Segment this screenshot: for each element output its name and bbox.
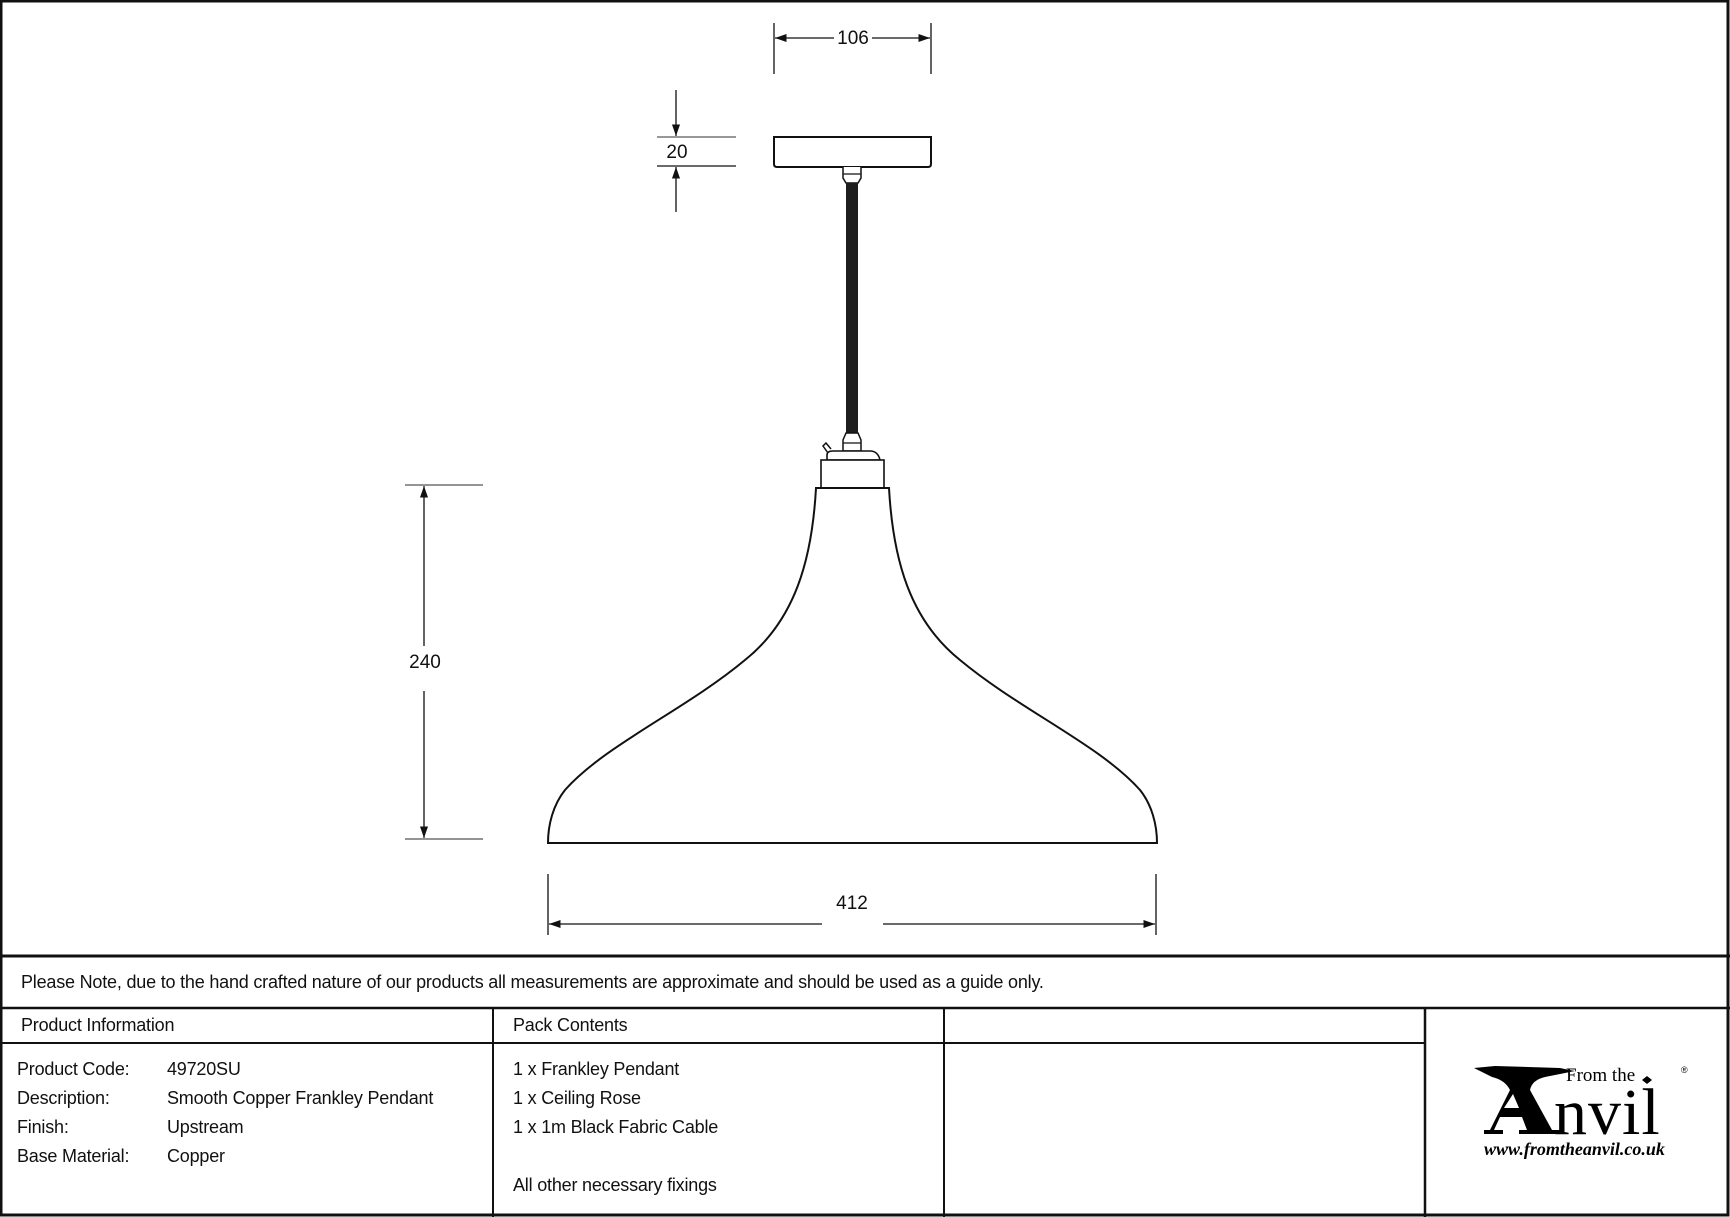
product-code-value: 49720SU bbox=[167, 1059, 241, 1079]
lamp-socket-body bbox=[820, 459, 885, 489]
pendant-shade bbox=[546, 487, 1159, 844]
dim-label-106: 106 bbox=[837, 28, 869, 49]
pack-item: All other necessary fixings bbox=[513, 1175, 717, 1195]
cable-grip-top bbox=[842, 167, 862, 184]
dimension-shade-width bbox=[547, 874, 1157, 935]
dimension-rose-height bbox=[657, 90, 736, 212]
product-info-header: Product Information bbox=[21, 1015, 175, 1035]
description-value: Smooth Copper Frankley Pendant bbox=[167, 1088, 434, 1108]
pack-item: 1 x 1m Black Fabric Cable bbox=[513, 1117, 719, 1137]
base-material-label: Base Material: bbox=[17, 1146, 130, 1166]
finish-value: Upstream bbox=[167, 1117, 244, 1137]
anvil-logo-icon bbox=[1474, 1066, 1652, 1134]
logo-url: www.fromtheanvil.co.uk bbox=[1484, 1139, 1665, 1159]
cable-grip-bottom bbox=[842, 432, 862, 452]
logo-from-the: From the bbox=[1566, 1065, 1636, 1086]
dim-label-20: 20 bbox=[666, 142, 687, 163]
socket-switch bbox=[822, 441, 832, 454]
pack-item: 1 x Ceiling Rose bbox=[513, 1088, 641, 1108]
dim-label-412: 412 bbox=[836, 893, 868, 914]
dimension-rose-width bbox=[773, 23, 932, 74]
finish-label: Finish: bbox=[17, 1117, 69, 1137]
pack-item: 1 x Frankley Pendant bbox=[513, 1059, 680, 1079]
ceiling-rose bbox=[773, 136, 932, 168]
logo-nvil: nvil bbox=[1554, 1076, 1661, 1149]
pack-contents-header: Pack Contents bbox=[513, 1015, 628, 1035]
measurement-note: Please Note, due to the hand crafted nat… bbox=[21, 972, 1044, 992]
description-label: Description: bbox=[17, 1088, 110, 1108]
fabric-cable bbox=[846, 183, 858, 433]
lamp-socket-dome bbox=[826, 450, 881, 461]
base-material-value: Copper bbox=[167, 1146, 225, 1166]
dimension-shade-height bbox=[405, 484, 483, 840]
dim-label-240: 240 bbox=[409, 652, 441, 673]
logo-registered-mark: ® bbox=[1681, 1065, 1688, 1075]
product-code-label: Product Code: bbox=[17, 1059, 130, 1079]
